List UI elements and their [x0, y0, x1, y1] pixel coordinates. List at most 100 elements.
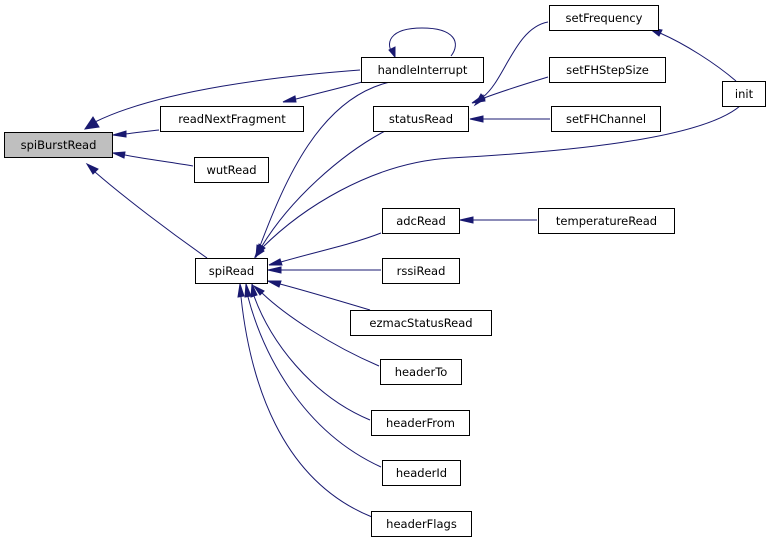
arrowhead-icon — [388, 46, 396, 59]
edge-headerFrom-to-spiRead — [250, 283, 371, 421]
node-label: spiRead — [209, 264, 254, 278]
edge-line — [240, 296, 373, 518]
arrowhead-icon — [268, 258, 283, 266]
edge-setFHStepSize-to-statusRead — [471, 76, 549, 104]
node-box — [194, 157, 269, 183]
node-setFrequency[interactable]: setFrequency — [549, 5, 659, 31]
node-box — [371, 410, 470, 436]
arrowhead-icon — [267, 266, 282, 274]
node-statusRead[interactable]: statusRead — [373, 106, 469, 132]
edge-handleInterrupt-to-handleInterrupt — [388, 27, 456, 59]
node-adcRead[interactable]: adcRead — [382, 208, 460, 234]
arrowhead-icon — [459, 216, 474, 224]
edge-line — [94, 171, 208, 259]
node-headerFrom[interactable]: headerFrom — [371, 410, 470, 436]
node-wutRead[interactable]: wutRead — [194, 157, 269, 183]
edge-line — [280, 232, 382, 263]
node-headerFlags[interactable]: headerFlags — [371, 511, 472, 537]
node-ezmacStatusRead[interactable]: ezmacStatusRead — [350, 310, 492, 336]
node-label: rssiRead — [397, 264, 446, 278]
edge-line — [261, 130, 386, 247]
node-box — [538, 208, 675, 234]
arrowhead-icon — [111, 151, 126, 159]
node-label: wutRead — [206, 163, 256, 177]
node-box — [382, 258, 460, 284]
edge-line — [124, 154, 194, 167]
arrowhead-icon — [254, 245, 265, 259]
edge-headerId-to-spiRead — [244, 283, 382, 468]
node-readNextFragment[interactable]: readNextFragment — [160, 106, 304, 132]
node-spiRead[interactable]: spiRead — [195, 258, 268, 284]
node-box — [195, 258, 268, 284]
edge-init-to-spiRead — [254, 105, 741, 259]
call-graph-nodes: spiBurstRead readNextFragment handleInterr… — [4, 5, 766, 537]
node-temperatureRead[interactable]: temperatureRead — [538, 208, 675, 234]
edge-line — [483, 76, 549, 99]
node-label: headerId — [396, 466, 447, 480]
node-label: setFHStepSize — [566, 63, 649, 77]
node-label: init — [735, 87, 754, 101]
edge-line — [253, 295, 371, 421]
node-label: adcRead — [396, 214, 446, 228]
node-headerTo[interactable]: headerTo — [380, 359, 462, 385]
edge-handleInterrupt-to-readNextFragment — [282, 81, 363, 103]
node-headerId[interactable]: headerId — [382, 460, 461, 486]
node-label: statusRead — [389, 112, 453, 126]
node-handleInterrupt[interactable]: handleInterrupt — [361, 57, 484, 83]
arrowhead-icon — [252, 284, 265, 296]
node-box — [371, 511, 472, 537]
edge-line — [94, 69, 361, 123]
edge-handleInterrupt-to-spiBurstRead — [83, 69, 361, 130]
edge-setFHChannel-to-statusRead — [469, 115, 550, 123]
arrowhead-icon — [469, 115, 484, 123]
node-rssiRead[interactable]: rssiRead — [382, 258, 460, 284]
node-label: headerFrom — [386, 416, 455, 430]
edge-adcRead-to-spiRead — [268, 232, 382, 266]
node-box — [382, 208, 460, 234]
edge-line — [279, 283, 371, 311]
edge-headerTo-to-spiRead — [252, 284, 380, 367]
node-setFHStepSize[interactable]: setFHStepSize — [549, 57, 666, 83]
node-label: ezmacStatusRead — [369, 316, 472, 330]
arrowhead-icon — [250, 283, 258, 298]
node-box — [722, 81, 766, 107]
node-label: headerTo — [395, 365, 448, 379]
edge-rssiRead-to-spiRead — [267, 266, 381, 274]
node-box — [160, 106, 304, 132]
edge-line — [659, 32, 737, 82]
node-box — [549, 5, 659, 31]
arrowhead-icon — [471, 94, 486, 104]
node-label: temperatureRead — [556, 214, 657, 228]
node-label: readNextFragment — [178, 112, 286, 126]
edge-wutRead-to-spiBurstRead — [111, 151, 194, 167]
edge-line — [261, 105, 741, 249]
node-box — [361, 57, 484, 83]
edge-ezmacStatusRead-to-spiRead — [267, 280, 371, 311]
node-label: headerFlags — [386, 517, 457, 531]
node-init[interactable]: init — [722, 81, 766, 107]
edge-line — [261, 292, 380, 367]
arrowhead-icon — [244, 283, 252, 298]
node-box — [551, 106, 661, 132]
edge-setFrequency-to-statusRead — [473, 21, 549, 107]
node-box — [380, 359, 462, 385]
node-label: setFrequency — [566, 11, 643, 25]
edge-line — [125, 129, 160, 135]
arrowhead-icon — [282, 95, 297, 103]
edge-temperatureRead-to-adcRead — [459, 216, 537, 224]
node-box — [549, 57, 666, 83]
arrowhead-icon — [267, 280, 282, 288]
edge-line — [259, 81, 391, 247]
node-spiBurstRead[interactable]: spiBurstRead — [4, 132, 113, 158]
edge-line — [247, 296, 382, 468]
node-setFHChannel[interactable]: setFHChannel — [551, 106, 661, 132]
edge-readNextFragment-to-spiBurstRead — [112, 129, 160, 138]
edge-spiRead-to-spiBurstRead — [85, 162, 208, 259]
arrowhead-icon — [83, 116, 100, 130]
edge-line — [389, 27, 456, 58]
node-box — [4, 132, 113, 158]
node-label: handleInterrupt — [378, 63, 468, 77]
node-box — [382, 460, 461, 486]
edge-line — [482, 21, 549, 98]
